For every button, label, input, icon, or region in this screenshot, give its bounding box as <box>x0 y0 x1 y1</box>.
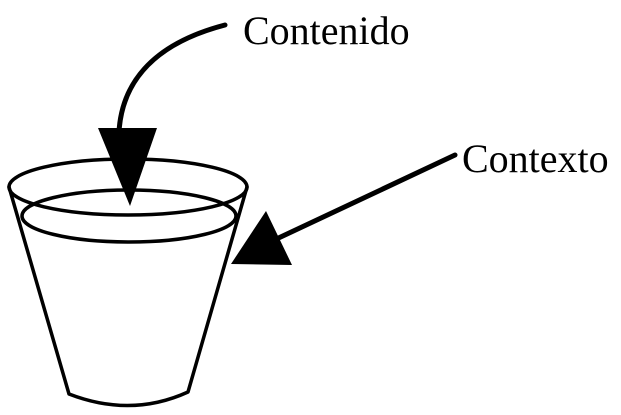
context-arrow-head <box>231 211 292 265</box>
context-label: Contexto <box>462 136 609 181</box>
context-arrow-shaft <box>267 152 458 245</box>
cup-body <box>7 185 249 408</box>
content-label: Contenido <box>243 8 410 53</box>
content-arrow <box>98 22 228 206</box>
content-arrow-head <box>98 128 157 206</box>
context-arrow <box>231 152 458 265</box>
